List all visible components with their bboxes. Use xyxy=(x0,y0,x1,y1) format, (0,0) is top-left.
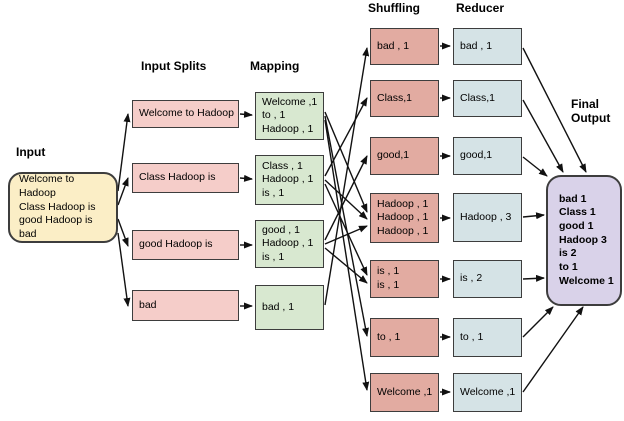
reducer-label: Reducer xyxy=(456,1,505,15)
mapping-label: Mapping xyxy=(250,59,300,73)
shuffle-box-bad: bad , 1 xyxy=(370,28,439,65)
split-box-welcome-to-hadoop: Welcome to Hadoop xyxy=(132,100,239,128)
input-splits-label: Input Splits xyxy=(141,59,207,73)
final-output-label: Final Output xyxy=(571,97,611,125)
shuffle-box-to: to , 1 xyxy=(370,318,439,357)
shuffle-box-welcome: Welcome ,1 xyxy=(370,373,439,412)
reduce-box-good: good,1 xyxy=(453,137,522,175)
reduce-box-class: Class,1 xyxy=(453,80,522,117)
input-box: Welcome to Hadoop Class Hadoop is good H… xyxy=(8,172,118,243)
reduce-box-welcome: Welcome ,1 xyxy=(453,373,522,412)
map-box-3: good , 1 Hadoop , 1 is , 1 xyxy=(255,220,324,268)
map-box-2: Class , 1 Hadoop , 1 is , 1 xyxy=(255,155,324,205)
split-box-good-hadoop-is: good Hadoop is xyxy=(132,230,239,260)
map-box-4: bad , 1 xyxy=(255,285,324,330)
reduce-box-is: is , 2 xyxy=(453,260,522,298)
shuffle-box-is: is , 1 is , 1 xyxy=(370,260,439,298)
map-box-1: Welcome ,1 to , 1 Hadoop , 1 xyxy=(255,92,324,140)
split-box-class-hadoop-is: Class Hadoop is xyxy=(132,163,239,193)
shuffle-box-class: Class,1 xyxy=(370,80,439,117)
reduce-box-to: to , 1 xyxy=(453,318,522,357)
input-label: Input xyxy=(16,145,46,159)
shuffle-box-hadoop: Hadoop , 1 Hadoop , 1 Hadoop , 1 xyxy=(370,193,439,243)
shuffling-label: Shuffling xyxy=(368,1,420,15)
final-output-box: bad 1 Class 1 good 1 Hadoop 3 is 2 to 1 … xyxy=(546,175,622,306)
reduce-box-hadoop: Hadoop , 3 xyxy=(453,193,522,242)
reduce-box-bad: bad , 1 xyxy=(453,28,522,65)
shuffle-box-good: good,1 xyxy=(370,137,439,175)
split-box-bad: bad xyxy=(132,290,239,321)
